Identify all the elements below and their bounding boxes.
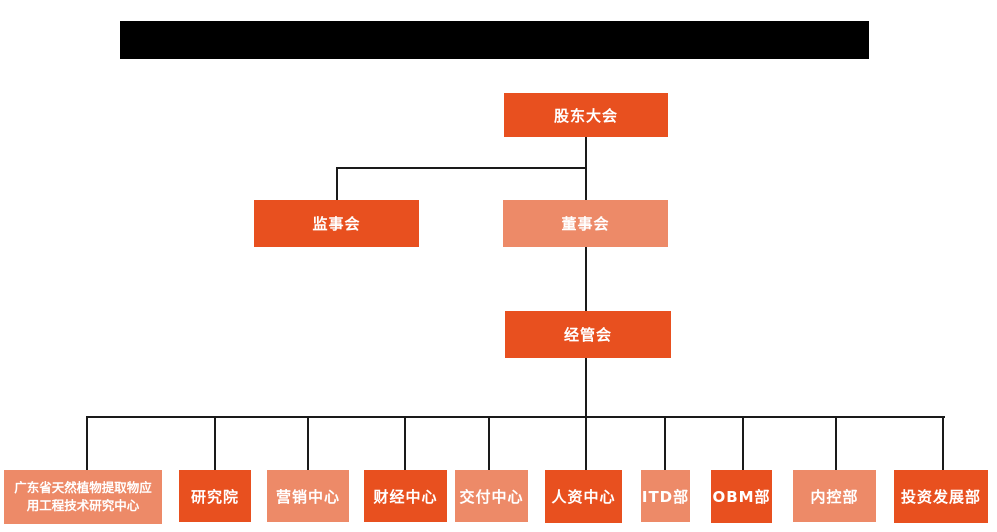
- node-dept-internal-control: 内控部: [793, 470, 876, 522]
- node-label: 股东大会: [553, 106, 618, 125]
- connector-branch-horizontal: [336, 167, 587, 169]
- node-dept-marketing-center: 营销中心: [267, 470, 349, 522]
- connector-drop-dept-8: [835, 416, 837, 470]
- node-shareholders-meeting: 股东大会: [504, 93, 668, 137]
- node-label: 内控部: [810, 487, 859, 506]
- connector-drop-dept-2: [307, 416, 309, 470]
- connector-board-to-management: [585, 247, 587, 311]
- node-management-committee: 经管会: [505, 311, 671, 358]
- connector-drop-dept-1: [214, 416, 216, 470]
- node-label: 财经中心: [373, 487, 438, 506]
- node-label: 监事会: [312, 215, 361, 233]
- connector-drop-dept-0: [86, 416, 88, 470]
- connector-drop-dept-6: [664, 416, 666, 470]
- node-dept-research-center: 广东省天然植物提取物应 用工程技术研究中心: [4, 470, 162, 524]
- node-label: 投资发展部: [900, 488, 981, 506]
- connector-distributor-horizontal: [86, 416, 945, 418]
- node-dept-hr-center: 人资中心: [545, 470, 622, 523]
- connector-drop-supervisors: [336, 167, 338, 200]
- node-label: 经管会: [563, 326, 612, 344]
- node-dept-research-institute: 研究院: [179, 470, 251, 522]
- node-dept-finance-center: 财经中心: [364, 470, 447, 522]
- node-label: 广东省天然植物提取物应 用工程技术研究中心: [14, 479, 152, 513]
- node-label: ITD部: [641, 487, 690, 506]
- node-label: OBM部: [712, 488, 771, 506]
- node-supervisory-board: 监事会: [254, 200, 419, 247]
- node-label: 营销中心: [275, 487, 340, 506]
- node-board-of-directors: 董事会: [503, 200, 668, 247]
- redacted-title-bar: [120, 21, 869, 59]
- connector-drop-dept-4: [488, 416, 490, 470]
- node-dept-delivery-center: 交付中心: [455, 470, 528, 522]
- connector-drop-dept-9: [942, 416, 944, 470]
- node-label: 研究院: [190, 487, 239, 506]
- node-label: 董事会: [561, 215, 610, 233]
- node-label: 人资中心: [551, 488, 616, 506]
- node-dept-investment-development: 投资发展部: [894, 470, 988, 523]
- connector-drop-dept-3: [404, 416, 406, 470]
- node-dept-itd: ITD部: [641, 470, 690, 522]
- connector-drop-dept-7: [742, 416, 744, 470]
- node-dept-obm: OBM部: [711, 470, 772, 523]
- connector-management-to-row: [585, 358, 587, 470]
- node-label: 交付中心: [459, 487, 524, 506]
